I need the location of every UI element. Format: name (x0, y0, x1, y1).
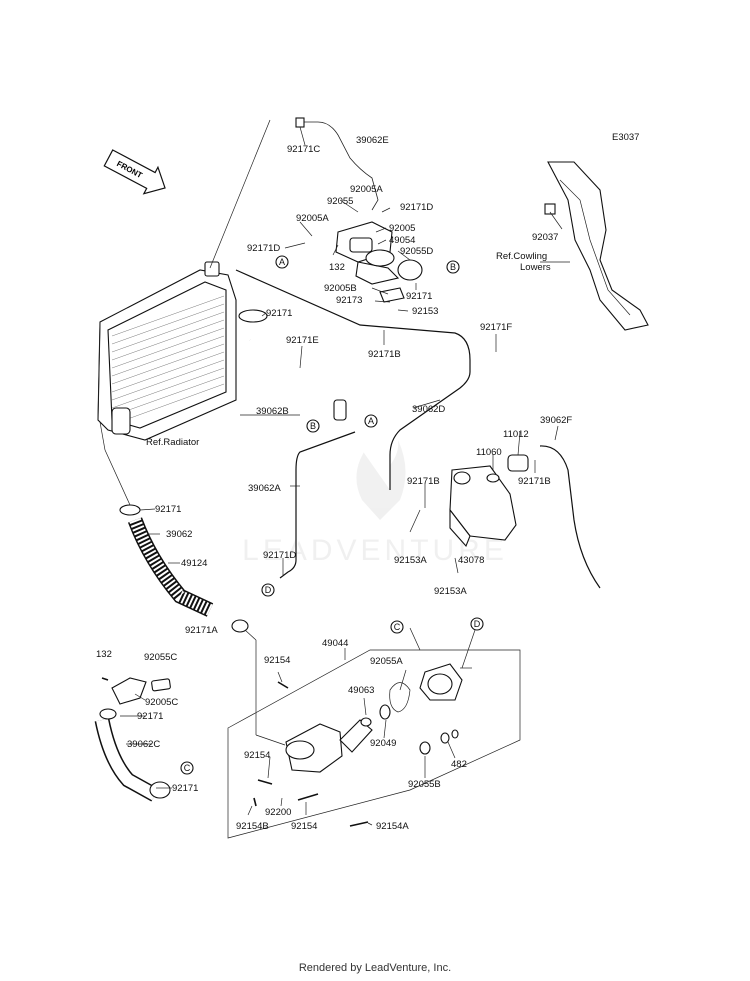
label-39062A: 39062A (248, 483, 281, 494)
water-pump (227, 649, 521, 839)
label-11012: 11012 (503, 429, 529, 440)
clamp-92171-left (119, 504, 141, 516)
label-92055A: 92055A (370, 656, 403, 667)
label-39062B: 39062B (256, 406, 289, 417)
ref-radiator: Ref.Radiator (146, 437, 199, 448)
label-92154-top: 92154 (264, 655, 290, 666)
washer-92049 (379, 704, 391, 720)
connector-B-top: B (450, 262, 456, 272)
label-92171B-top: 92171B (368, 349, 401, 360)
label-132-top: 132 (329, 262, 345, 273)
label-92154-left: 92154 (244, 750, 270, 761)
housing-92005C (111, 677, 171, 705)
label-39062E: 39062E (356, 135, 389, 146)
label-92055D: 92055D (400, 246, 433, 257)
oring-92055A (389, 682, 411, 713)
label-92173: 92173 (336, 295, 362, 306)
label-39062F: 39062F (540, 415, 572, 426)
label-92037: 92037 (532, 232, 558, 243)
label-92055B: 92055B (408, 779, 441, 790)
ref-cowling-line1: Ref.Cowling (496, 251, 547, 262)
cowling-bracket (544, 161, 649, 331)
connector-C-pump: C (394, 622, 401, 632)
label-49124: 49124 (181, 558, 207, 569)
seal-49063 (360, 717, 372, 727)
label-92154B: 92154B (236, 821, 269, 832)
footer-credit: Rendered by LeadVenture, Inc. (298, 962, 452, 974)
clip-92037 (544, 203, 556, 215)
label-92049: 92049 (370, 738, 396, 749)
connector-D-pump: D (474, 619, 481, 629)
label-92171B-right: 92171B (518, 476, 551, 487)
hose-39062F (539, 445, 601, 589)
label-92154-bottom: 92154 (291, 821, 317, 832)
connector-C-left: C (184, 763, 191, 773)
hose-39062B-inner (244, 338, 346, 416)
clamp-92171-c (149, 781, 171, 799)
label-92154A: 92154A (376, 821, 409, 832)
hose-39062E (300, 121, 379, 211)
bolts (101, 677, 369, 827)
label-92005: 92005 (389, 223, 415, 234)
hose-49124 (127, 517, 214, 617)
reservoir-tank (449, 454, 529, 548)
label-92153A-low: 92153A (434, 586, 467, 597)
clamp-92171-lower (99, 708, 117, 720)
label-92171D-lower: 92171D (263, 550, 296, 561)
label-39062D: 39062D (412, 404, 445, 415)
label-92005A-top: 92005A (350, 184, 383, 195)
label-92055C: 92055C (144, 652, 177, 663)
clamp-92171C (295, 117, 305, 128)
cap-11012 (507, 454, 529, 472)
label-92171-c-top: 92171 (137, 711, 163, 722)
label-49044: 49044 (322, 638, 348, 649)
label-49054: 49054 (389, 235, 415, 246)
label-92055: 92055 (327, 196, 353, 207)
label-49063: 49063 (348, 685, 374, 696)
front-arrow-icon: FRONT (103, 149, 166, 195)
leader-lines (99, 119, 570, 826)
connector-circles: A B B A D C D C (180, 255, 484, 775)
label-132-left: 132 (96, 649, 112, 660)
clamp-92171A (231, 619, 249, 633)
hose-39062B-end (333, 399, 347, 421)
ref-cowling-line2: Lowers (520, 262, 551, 273)
hose-39062C-inner (96, 718, 158, 801)
connector-A-lower: A (368, 416, 374, 426)
thermostat-housing (335, 221, 423, 303)
label-482: 482 (451, 759, 467, 770)
label-92171D-left: 92171D (247, 243, 280, 254)
radiator (97, 261, 237, 441)
label-92153A-mid: 92153A (394, 555, 427, 566)
gasket-11060 (486, 473, 500, 483)
connector-A-top: A (279, 257, 285, 267)
label-92171C: 92171C (287, 144, 320, 155)
label-92171F: 92171F (480, 322, 512, 333)
diagram-code: E3037 (612, 132, 639, 143)
label-92171-c-bottom: 92171 (172, 783, 198, 794)
hose-39062A (279, 431, 356, 579)
label-39062: 39062 (166, 529, 192, 540)
connector-D-left: D (265, 585, 272, 595)
label-92171-top-right: 92171 (406, 291, 432, 302)
label-39062C: 39062C (127, 739, 160, 750)
label-11060: 11060 (476, 447, 502, 458)
hose-39062D (235, 269, 471, 490)
label-92171-left: 92171 (155, 504, 181, 515)
label-92171D-right: 92171D (400, 202, 433, 213)
label-92005B: 92005B (324, 283, 357, 294)
label-92171B-mid: 92171B (407, 476, 440, 487)
connector-B-lower: B (310, 421, 316, 431)
label-92153: 92153 (412, 306, 438, 317)
label-43078: 43078 (458, 555, 484, 566)
label-92200: 92200 (265, 807, 291, 818)
label-92171-radiator: 92171 (266, 308, 292, 319)
clamp-92171-top (238, 309, 268, 323)
label-92171A: 92171A (185, 625, 218, 636)
part-labels: 92171C 39062E 92005A 92055 92171D 92005A… (96, 135, 572, 832)
label-92005A-left: 92005A (296, 213, 329, 224)
label-92005C: 92005C (145, 697, 178, 708)
label-92171E: 92171E (286, 335, 319, 346)
